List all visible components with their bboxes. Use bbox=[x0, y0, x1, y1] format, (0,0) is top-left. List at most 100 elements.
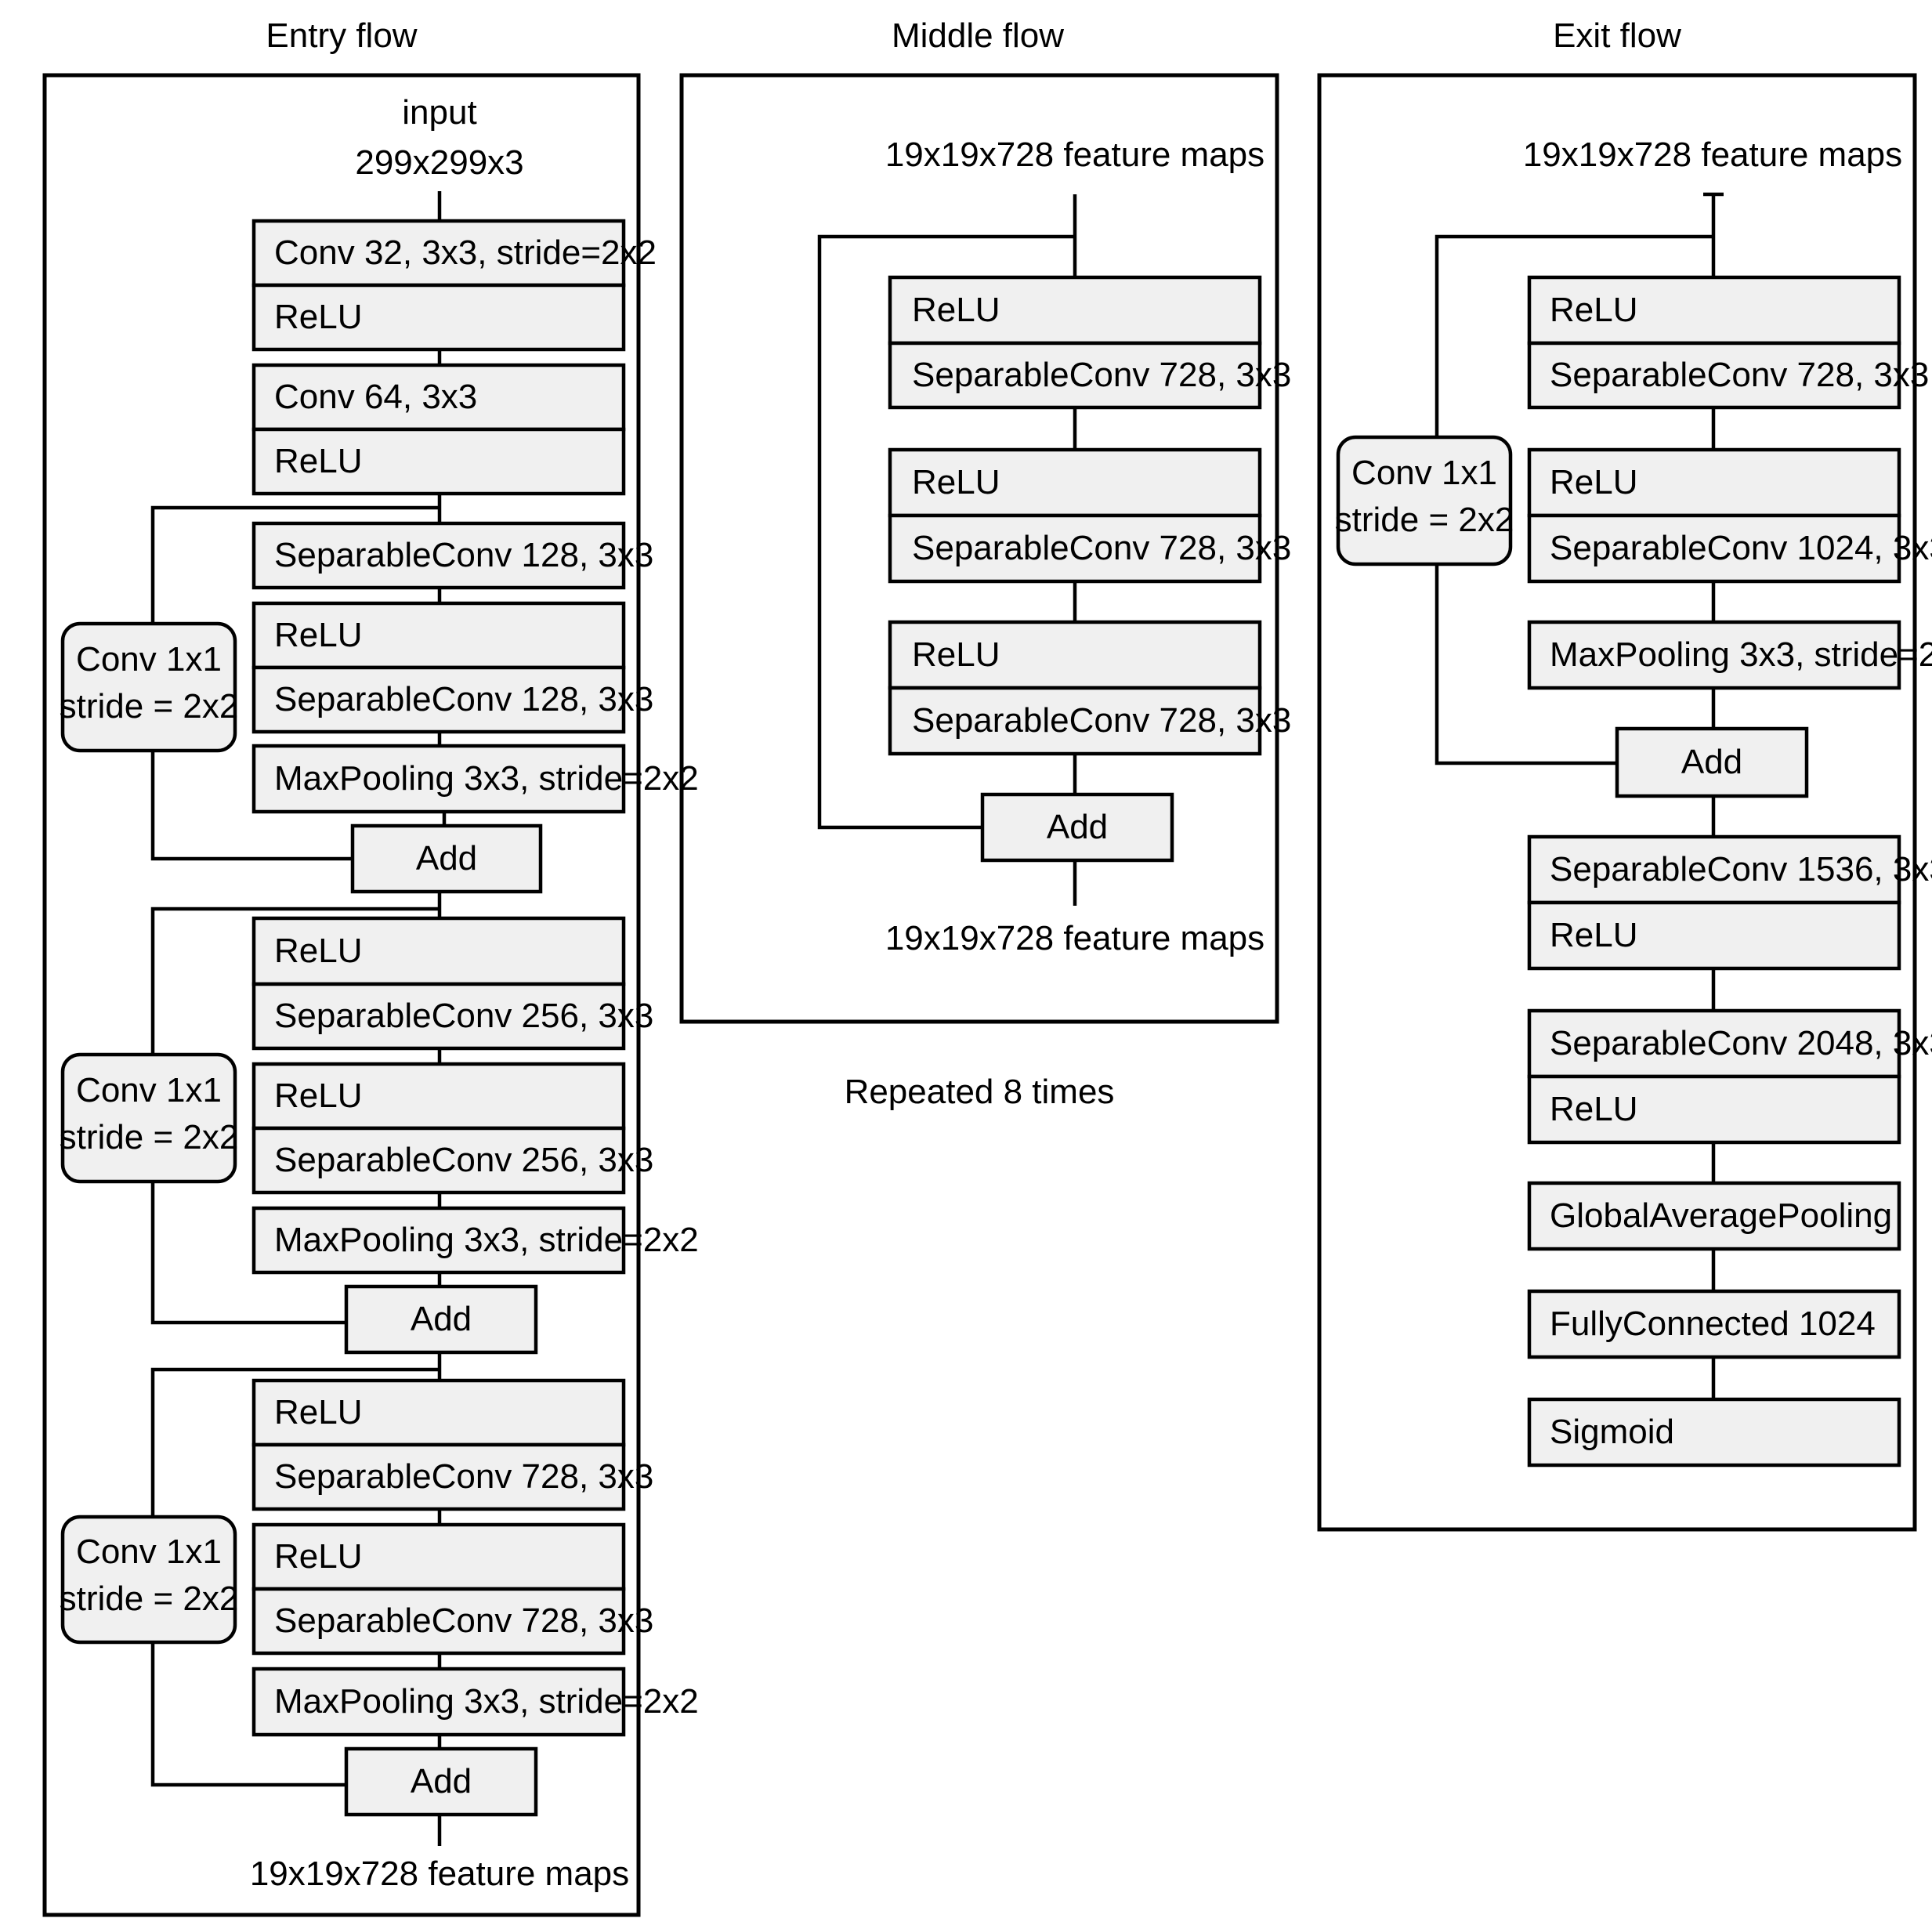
entry-b3-sepconv-a-box bbox=[251, 1442, 626, 1511]
entry-b1-relu-box bbox=[251, 601, 626, 670]
middle-flow-title: Middle flow bbox=[892, 16, 1064, 55]
exit-sepconv-a-label: SeparableConv 728, 3x3 bbox=[1550, 356, 1929, 394]
entry-b2-relu-b-label: ReLU bbox=[274, 1077, 363, 1115]
entry-relu1-label: ReLU bbox=[274, 298, 363, 336]
entry-conv1-box bbox=[251, 219, 626, 288]
entry-b2-relu-a-box bbox=[251, 916, 626, 986]
middle-sepconv-a-box bbox=[888, 341, 1262, 410]
exit-relu-a-label: ReLU bbox=[1550, 291, 1638, 329]
exit-relu-d-label: ReLU bbox=[1550, 1090, 1638, 1128]
entry-b1-relu-label: ReLU bbox=[274, 616, 363, 654]
entry-b2-shortcut-box bbox=[60, 1052, 237, 1184]
entry-b3-maxpool-box bbox=[251, 1667, 626, 1737]
exit-shortcut-box bbox=[1336, 435, 1513, 566]
exit-sepconv-b-box bbox=[1527, 513, 1901, 584]
shortcut-wire bbox=[1435, 234, 1713, 437]
exit-relu-b-label: ReLU bbox=[1550, 463, 1638, 501]
shortcut-wire bbox=[150, 1182, 346, 1325]
entry-conv2-box bbox=[251, 363, 626, 432]
exit-input-label: 19x19x728 feature maps bbox=[1523, 136, 1902, 174]
exit-maxpool-label: MaxPooling 3x3, stride=2x2 bbox=[1550, 635, 1932, 674]
exit-add-label: Add bbox=[1681, 743, 1742, 781]
exit-sepconv-a-box bbox=[1527, 341, 1901, 410]
entry-b1-sepconv-a-label: SeparableConv 128, 3x3 bbox=[274, 536, 653, 574]
middle-add-box bbox=[980, 792, 1174, 863]
entry-b1-shortcut-line1: Conv 1x1 bbox=[76, 640, 222, 679]
exit-relu-d-box bbox=[1527, 1074, 1901, 1145]
entry-b3-add-box bbox=[344, 1746, 538, 1817]
entry-flow-title: Entry flow bbox=[266, 16, 417, 55]
entry-b1-maxpool-box bbox=[251, 744, 626, 814]
shortcut-wire bbox=[150, 1367, 440, 1517]
entry-flow: Entry flow input 299x299x3 Conv 32, 3x3,… bbox=[42, 16, 699, 1917]
exit-relu-c-label: ReLU bbox=[1550, 916, 1638, 954]
exit-fc-box bbox=[1527, 1289, 1901, 1359]
entry-b2-shortcut-line2: stride = 2x2 bbox=[60, 1118, 239, 1156]
exit-relu-c-box bbox=[1527, 900, 1901, 971]
exit-relu-b-box bbox=[1527, 447, 1901, 518]
exit-flow-frame bbox=[1317, 73, 1917, 1532]
entry-relu2-label: ReLU bbox=[274, 442, 363, 480]
entry-conv1-label: Conv 32, 3x3, stride=2x2 bbox=[274, 233, 657, 272]
entry-b2-add-label: Add bbox=[411, 1300, 472, 1338]
exit-sepconv-d-box bbox=[1527, 1008, 1901, 1079]
exit-sepconv-d-label: SeparableConv 2048, 3x3 bbox=[1550, 1024, 1932, 1062]
entry-b1-sepconv-a-box bbox=[251, 521, 626, 590]
shortcut-wire bbox=[817, 234, 1075, 830]
entry-b2-maxpool-box bbox=[251, 1206, 626, 1275]
entry-conv2-label: Conv 64, 3x3 bbox=[274, 378, 477, 416]
entry-input-size: 299x299x3 bbox=[355, 143, 523, 182]
entry-b3-relu-a-label: ReLU bbox=[274, 1393, 363, 1431]
entry-b3-relu-b-label: ReLU bbox=[274, 1537, 363, 1576]
entry-b3-shortcut-box bbox=[60, 1515, 237, 1645]
entry-b2-sepconv-a-label: SeparableConv 256, 3x3 bbox=[274, 997, 653, 1035]
middle-sepconv-b-box bbox=[888, 513, 1262, 584]
entry-flow-frame bbox=[42, 73, 641, 1917]
middle-repeat-note: Repeated 8 times bbox=[845, 1073, 1115, 1111]
entry-b3-add-label: Add bbox=[411, 1762, 472, 1801]
entry-b3-shortcut-line2: stride = 2x2 bbox=[60, 1580, 239, 1618]
exit-gap-label: GlobalAveragePooling bbox=[1550, 1196, 1892, 1235]
middle-flow: Middle flow 19x19x728 feature maps ReLU … bbox=[679, 16, 1291, 1111]
entry-b3-maxpool-label: MaxPooling 3x3, stride=2x2 bbox=[274, 1682, 699, 1721]
exit-maxpool-box bbox=[1527, 620, 1901, 690]
middle-sepconv-a-label: SeparableConv 728, 3x3 bbox=[912, 356, 1291, 394]
entry-b2-add-box bbox=[344, 1284, 538, 1355]
entry-b2-sepconv-b-box bbox=[251, 1126, 626, 1195]
shortcut-wire bbox=[150, 1642, 346, 1787]
entry-b3-sepconv-a-label: SeparableConv 728, 3x3 bbox=[274, 1457, 653, 1496]
exit-fc-label: FullyConnected 1024 bbox=[1550, 1305, 1876, 1343]
shortcut-wire bbox=[150, 505, 440, 624]
middle-sepconv-c-box bbox=[888, 686, 1262, 756]
entry-b2-sepconv-b-label: SeparableConv 256, 3x3 bbox=[274, 1141, 653, 1179]
entry-b3-shortcut-line1: Conv 1x1 bbox=[76, 1533, 222, 1571]
entry-b3-sepconv-b-label: SeparableConv 728, 3x3 bbox=[274, 1601, 653, 1640]
shortcut-wire bbox=[150, 907, 440, 1055]
entry-input-label: input bbox=[402, 93, 476, 132]
exit-sigmoid-box bbox=[1527, 1397, 1901, 1468]
entry-output-label: 19x19x728 feature maps bbox=[250, 1855, 629, 1893]
middle-output-label: 19x19x728 feature maps bbox=[885, 919, 1264, 957]
entry-b3-relu-b-box bbox=[251, 1522, 626, 1591]
exit-sepconv-c-label: SeparableConv 1536, 3x3 bbox=[1550, 850, 1932, 888]
exit-gap-box bbox=[1527, 1181, 1901, 1251]
middle-relu-c-box bbox=[888, 620, 1262, 690]
entry-b3-relu-a-box bbox=[251, 1378, 626, 1447]
middle-relu-b-label: ReLU bbox=[912, 463, 1000, 501]
entry-b1-shortcut-box bbox=[60, 621, 237, 753]
middle-relu-a-label: ReLU bbox=[912, 291, 1000, 329]
middle-relu-c-label: ReLU bbox=[912, 635, 1000, 674]
exit-flow: Exit flow 19x19x728 feature maps ReLU Se… bbox=[1317, 16, 1932, 1532]
exit-sepconv-b-label: SeparableConv 1024, 3x3 bbox=[1550, 529, 1932, 567]
exit-sepconv-c-box bbox=[1527, 834, 1901, 905]
entry-b1-shortcut-line2: stride = 2x2 bbox=[60, 687, 239, 726]
middle-sepconv-c-label: SeparableConv 728, 3x3 bbox=[912, 701, 1291, 740]
entry-b1-add-box bbox=[350, 823, 543, 894]
middle-sepconv-b-label: SeparableConv 728, 3x3 bbox=[912, 529, 1291, 567]
exit-add-box bbox=[1615, 726, 1809, 798]
entry-b1-sepconv-b-label: SeparableConv 128, 3x3 bbox=[274, 680, 653, 718]
middle-input-label: 19x19x728 feature maps bbox=[885, 136, 1264, 174]
middle-flow-frame bbox=[679, 73, 1279, 1024]
